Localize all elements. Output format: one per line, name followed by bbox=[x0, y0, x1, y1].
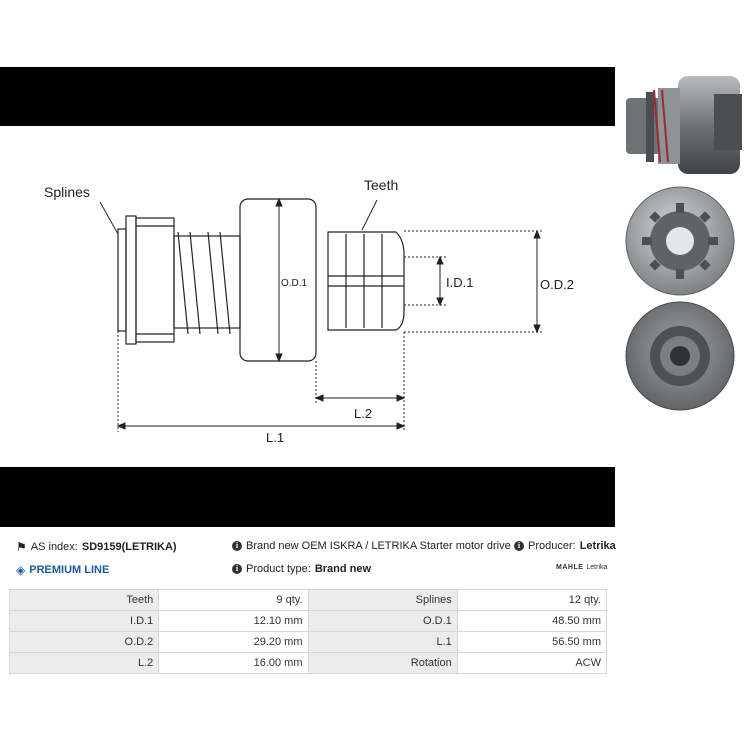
od1-body bbox=[239, 198, 317, 362]
spec-table: Teeth 9 qty. Splines 12 qty. I.D.1 12.10… bbox=[8, 589, 608, 674]
product-photo-back bbox=[625, 301, 735, 411]
table-row: L.2 16.00 mm Rotation ACW bbox=[8, 652, 608, 674]
spec-value: 16.00 mm bbox=[158, 652, 309, 674]
label-l2: L.2 bbox=[354, 406, 372, 421]
label-splines: Splines bbox=[44, 184, 90, 200]
description-row: i Brand new OEM ISKRA / LETRIKA Starter … bbox=[232, 540, 511, 552]
label-od2: O.D.2 bbox=[540, 277, 574, 292]
brand-logo: MAHLE Letrika bbox=[556, 564, 607, 571]
spec-label: O.D.2 bbox=[8, 631, 160, 653]
header-band-bottom bbox=[0, 467, 615, 527]
table-row: O.D.2 29.20 mm L.1 56.50 mm bbox=[8, 631, 608, 653]
letrika-logo-text: Letrika bbox=[586, 564, 608, 571]
product-photo-side bbox=[626, 76, 742, 174]
flange-part bbox=[117, 228, 127, 332]
producer-value: Letrika bbox=[579, 540, 616, 552]
spec-value: 12 qty. bbox=[456, 589, 608, 611]
product-photo-front bbox=[625, 186, 735, 296]
header-band-top bbox=[0, 67, 615, 126]
spec-label: I.D.1 bbox=[8, 610, 160, 632]
info-icon: i bbox=[232, 541, 242, 551]
spec-label: L.2 bbox=[8, 652, 160, 674]
spec-value: 56.50 mm bbox=[456, 631, 608, 653]
spec-value: 12.10 mm bbox=[158, 610, 309, 632]
collar-part bbox=[125, 215, 137, 345]
sleeve-part bbox=[135, 217, 175, 343]
spec-value: 48.50 mm bbox=[456, 610, 608, 632]
table-row: Teeth 9 qty. Splines 12 qty. bbox=[8, 589, 608, 611]
technical-diagram: Splines Teeth O.D.1 I.D.1 O.D.2 L.2 L.1 bbox=[44, 177, 574, 445]
as-index-row: ⚑ AS index: SD9159(LETRIKA) bbox=[16, 540, 177, 554]
spring-housing bbox=[173, 235, 241, 329]
label-teeth: Teeth bbox=[364, 177, 398, 193]
table-row: I.D.1 12.10 mm O.D.1 48.50 mm bbox=[8, 610, 608, 632]
producer-label: Producer: bbox=[528, 540, 576, 552]
spec-label: O.D.1 bbox=[307, 610, 458, 632]
description-text: Brand new OEM ISKRA / LETRIKA Starter mo… bbox=[246, 540, 511, 552]
product-type-label: Product type: bbox=[246, 563, 311, 575]
tag-icon: ⚑ bbox=[16, 540, 27, 554]
spec-label: L.1 bbox=[307, 631, 458, 653]
spec-label: Splines bbox=[307, 589, 458, 611]
diamond-icon: ◈ bbox=[16, 563, 26, 577]
product-type-row: i Product type: Brand new bbox=[232, 563, 371, 575]
spec-value: ACW bbox=[456, 652, 608, 674]
spec-value: 29.20 mm bbox=[158, 631, 309, 653]
producer-row: i Producer: Letrika bbox=[514, 540, 616, 552]
spec-label: Teeth bbox=[8, 589, 160, 611]
label-l1: L.1 bbox=[266, 430, 284, 445]
spring-coil bbox=[177, 231, 231, 335]
label-od1: O.D.1 bbox=[281, 278, 308, 289]
info-icon: i bbox=[514, 541, 524, 551]
as-index-value: SD9159(LETRIKA) bbox=[81, 541, 177, 553]
spec-value: 9 qty. bbox=[158, 589, 309, 611]
pinion-teeth bbox=[327, 231, 405, 331]
label-id1: I.D.1 bbox=[446, 275, 473, 290]
product-type-value: Brand new bbox=[314, 563, 372, 575]
as-index-label: AS index: bbox=[30, 541, 78, 553]
premium-line-label: PREMIUM LINE bbox=[29, 564, 110, 576]
mahle-logo-text: MAHLE bbox=[556, 564, 584, 571]
premium-line-row: ◈ PREMIUM LINE bbox=[16, 563, 109, 577]
spec-label: Rotation bbox=[307, 652, 458, 674]
info-icon: i bbox=[232, 564, 242, 574]
